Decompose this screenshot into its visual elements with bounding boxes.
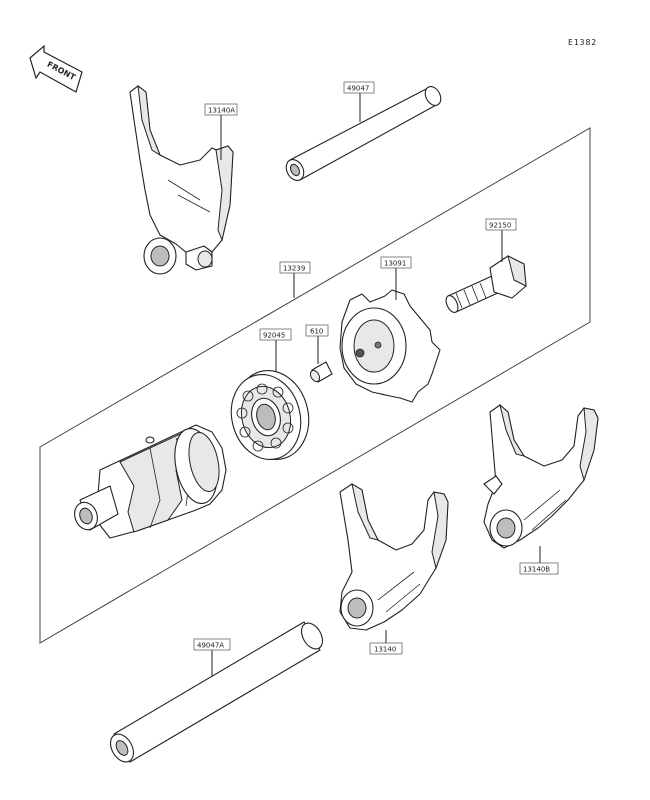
part-number: 92045 xyxy=(263,332,285,340)
shift-drum xyxy=(74,424,227,539)
part-label-13140A: 13140A xyxy=(204,103,238,116)
part-label-13239: 13239 xyxy=(279,261,311,274)
part-label-13140B: 13140B xyxy=(519,562,559,575)
part-number: 92150 xyxy=(489,222,511,230)
part-number: 610 xyxy=(310,328,323,336)
part-label-92150: 92150 xyxy=(485,218,517,231)
shift-fork-13140A xyxy=(129,84,234,275)
part-label-610: 610 xyxy=(305,324,329,337)
drum-plate-13091 xyxy=(339,289,441,403)
part-label-13140: 13140 xyxy=(369,642,403,655)
part-number: 13140 xyxy=(374,646,396,654)
part-number: 13140A xyxy=(208,107,235,115)
part-number: 13140B xyxy=(523,566,550,574)
part-number: 13239 xyxy=(283,265,305,273)
shift-fork-13140B xyxy=(483,403,599,549)
part-number: 13091 xyxy=(384,260,406,268)
front-arrow-icon: FRONT xyxy=(29,44,83,93)
part-label-92045: 92045 xyxy=(259,328,292,341)
bearing-92045 xyxy=(230,369,310,461)
pin-610 xyxy=(309,361,333,383)
part-label-49047A: 49047A xyxy=(193,638,231,651)
assembly-frame xyxy=(39,127,591,644)
bolt-92150 xyxy=(445,255,527,313)
part-number: 49047A xyxy=(197,642,224,650)
leader-lines xyxy=(211,92,541,676)
shift-rod-49047A xyxy=(109,621,324,763)
diagram-code: E1382 xyxy=(568,38,597,47)
shift-rod-49047 xyxy=(285,86,442,181)
shift-fork-13140 xyxy=(339,482,449,631)
part-label-49047: 49047 xyxy=(343,81,375,94)
part-number: 49047 xyxy=(347,85,369,93)
part-label-13091: 13091 xyxy=(380,256,412,269)
